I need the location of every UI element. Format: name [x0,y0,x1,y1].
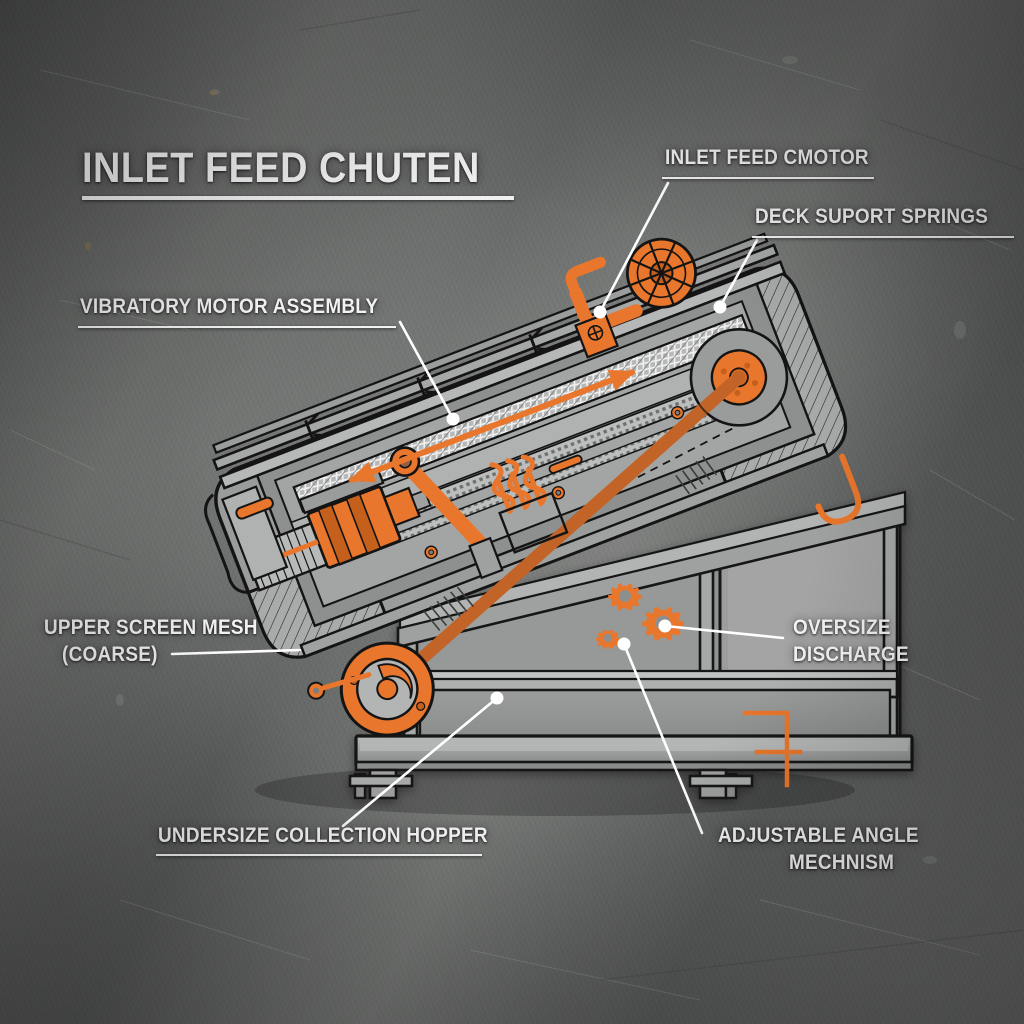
callout-undersize-collection-hopper-underline [156,854,482,856]
callout-inlet-feed-cmotor: INLET FEED CMOTOR [665,146,869,169]
callout-vibratory-motor-assembly-underline [78,326,396,328]
callout-oversize-discharge-line2: DISCHARGE [793,643,909,666]
leader-vibratory-motor-assembly [398,320,455,421]
chute-clamp [235,496,274,520]
deck-top-clips [304,326,551,442]
discharge-hook [815,453,862,525]
callout-undersize-collection-hopper: UNDERSIZE COLLECTION HOPPER [158,824,488,847]
tail-pulley [339,641,435,737]
brush-seal [423,586,475,631]
inlet-feed-motor [565,237,697,359]
callout-upper-screen-mesh-line1: UPPER SCREEN MESH [44,616,258,639]
callout-upper-screen-mesh-line2: (COARSE) [62,643,158,666]
leader-endpoint-dots [446,300,727,705]
hatch-bolt [307,672,372,700]
callout-deck-suport-springs-underline [752,236,1014,238]
page-title: INLET FEED CHUTEN [82,145,480,192]
page-title-underline [82,196,514,200]
leader-deck-suport-springs [718,238,759,309]
callout-deck-suport-springs: DECK SUPORT SPRINGS [755,205,988,228]
internal-guide-dashed [637,425,737,478]
callout-adjustable-angle-mechnism-line1: ADJUSTABLE ANGLE [718,824,919,847]
spring-housing [498,491,569,554]
deck-handle [548,454,583,474]
leader-adjustable-angle-mechnism [622,642,704,835]
callout-vibratory-motor-assembly: VIBRATORY MOTOR ASSEMBLY [80,295,378,318]
leader-inlet-feed-cmotor [598,181,670,314]
callout-inlet-feed-cmotor-underline [662,177,874,179]
support-frame [348,490,914,800]
callout-adjustable-angle-mechnism-line2: MECHNISM [789,851,894,874]
callout-oversize-discharge-line1: OVERSIZE [793,616,891,639]
brush-seal-right [675,456,718,495]
leader-upper-screen-mesh [170,648,302,656]
leader-undersize-collection-hopper [341,696,499,828]
leader-oversize-discharge [663,624,785,640]
deck-bolts [424,406,685,559]
support-foot-right [688,768,754,800]
screen-deck-assembly [204,232,862,737]
vibration-direction-arrow [348,369,636,483]
angle-dimension-marker [742,710,803,788]
